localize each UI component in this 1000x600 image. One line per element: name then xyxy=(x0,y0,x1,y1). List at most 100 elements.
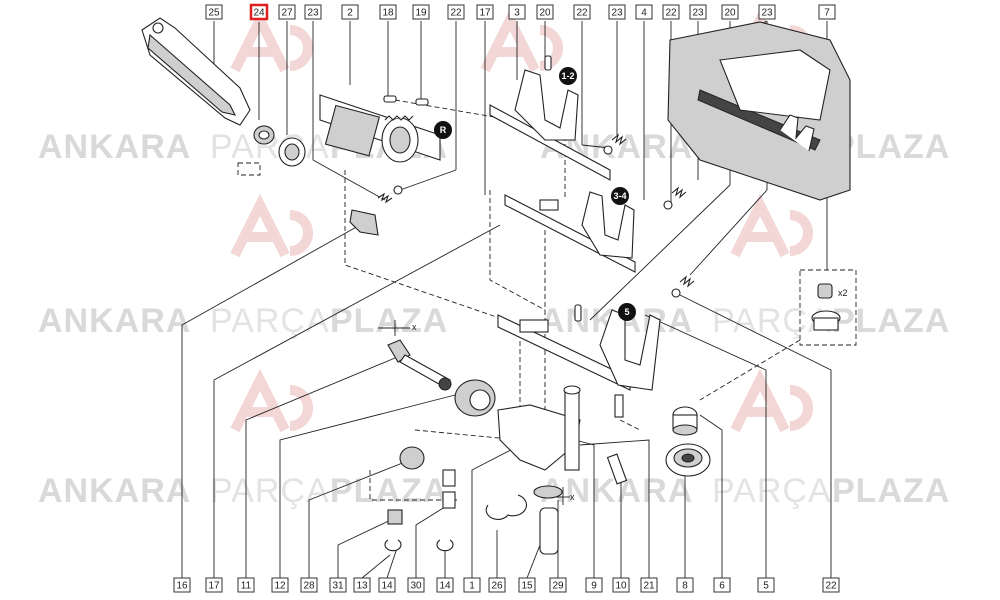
inset-frame xyxy=(799,269,857,346)
callout-top-22[interactable]: 22 xyxy=(573,4,591,20)
watermark-logo xyxy=(730,193,813,258)
callout-bottom-16[interactable]: 16 xyxy=(173,577,191,593)
callout-top-22[interactable]: 22 xyxy=(662,4,680,20)
callout-bottom-21[interactable]: 21 xyxy=(640,577,658,593)
part-control-lever xyxy=(497,385,581,499)
callout-number: 29 xyxy=(552,581,564,592)
callout-bottom-1[interactable]: 1 xyxy=(463,577,481,593)
leader-line xyxy=(699,414,723,578)
callout-top-7[interactable]: 7 xyxy=(818,4,836,20)
callout-number: 25 xyxy=(208,8,220,19)
callout-box xyxy=(818,4,836,20)
callout-bottom-26[interactable]: 26 xyxy=(488,577,506,593)
callout-top-4[interactable]: 4 xyxy=(635,4,653,20)
leader-line xyxy=(415,504,449,578)
callout-box xyxy=(635,4,653,20)
callout-number: 22 xyxy=(450,8,462,19)
gear-marker-reverse: R xyxy=(434,121,452,139)
callout-box xyxy=(640,577,658,593)
callout-bottom-14[interactable]: 14 xyxy=(378,577,396,593)
svg-text:1-2: 1-2 xyxy=(561,71,574,81)
part-fork-3-4 xyxy=(504,191,636,273)
callout-box xyxy=(341,4,359,20)
callout-box xyxy=(757,577,775,593)
callout-number: 27 xyxy=(281,8,293,19)
callout-bottom-28[interactable]: 28 xyxy=(300,577,318,593)
watermark-logo xyxy=(230,193,313,258)
callout-box xyxy=(407,577,425,593)
callout-top-24[interactable]: 24 xyxy=(249,3,269,21)
callout-top-23[interactable]: 23 xyxy=(758,4,776,20)
leader-line xyxy=(574,439,595,578)
part-release-fork xyxy=(141,17,251,126)
watermark-word: ANKARA xyxy=(38,472,191,510)
callout-number: 1 xyxy=(469,581,475,592)
inset-box-7: x2 xyxy=(799,269,857,346)
callout-top-3[interactable]: 3 xyxy=(508,4,526,20)
callout-top-17[interactable]: 17 xyxy=(476,4,494,20)
callout-top-23[interactable]: 23 xyxy=(689,4,707,20)
callout-box xyxy=(721,4,739,20)
callout-top-20[interactable]: 20 xyxy=(721,4,739,20)
callout-bottom-31[interactable]: 31 xyxy=(329,577,347,593)
callout-bottom-22[interactable]: 22 xyxy=(822,577,840,593)
callout-box xyxy=(329,577,347,593)
axis-label-x: x xyxy=(412,322,417,332)
callout-bottom-8[interactable]: 8 xyxy=(676,577,694,593)
callout-top-20[interactable]: 20 xyxy=(536,4,554,20)
watermark-word: PARÇA xyxy=(210,302,330,340)
callout-top-18[interactable]: 18 xyxy=(379,4,397,20)
callout-box xyxy=(436,577,454,593)
callout-bottom-6[interactable]: 6 xyxy=(713,577,731,593)
callout-number: 9 xyxy=(591,581,597,592)
callout-bottom-12[interactable]: 12 xyxy=(271,577,289,593)
callout-bottom-17[interactable]: 17 xyxy=(205,577,223,593)
callouts-bottom-row: 16 17 11 12 28 31 13 14 30 14 1 26 15 29 9 10 21 8 6 5 22 xyxy=(173,577,840,593)
callout-box xyxy=(508,4,526,20)
callout-top-22[interactable]: 22 xyxy=(447,4,465,20)
watermark-word: ANKARA xyxy=(38,302,191,340)
leader-line xyxy=(579,439,650,578)
callout-top-25[interactable]: 25 xyxy=(205,4,223,20)
assembly-path xyxy=(619,419,641,431)
leader-line xyxy=(689,189,768,276)
callout-number: 23 xyxy=(692,8,704,19)
callout-bottom-29[interactable]: 29 xyxy=(549,577,567,593)
assembly-path xyxy=(489,190,546,311)
assembly-path xyxy=(344,170,521,430)
callout-number: 23 xyxy=(761,8,773,19)
leader-line xyxy=(361,554,391,579)
callout-number: 22 xyxy=(665,8,677,19)
callout-number: 31 xyxy=(332,581,344,592)
callout-number: 14 xyxy=(439,581,451,592)
callout-bottom-30[interactable]: 30 xyxy=(407,577,425,593)
part-reverse-shaft xyxy=(319,94,441,163)
callout-top-23[interactable]: 23 xyxy=(608,4,626,20)
watermark-row-3: ANKARA PARÇA PLAZA ANKARA PARÇA PLAZA xyxy=(38,472,949,510)
callout-bottom-11[interactable]: 11 xyxy=(237,577,255,593)
watermark-logo xyxy=(230,368,313,433)
callout-bottom-15[interactable]: 15 xyxy=(518,577,536,593)
callout-bottom-13[interactable]: 13 xyxy=(353,577,371,593)
callout-top-19[interactable]: 19 xyxy=(412,4,430,20)
callout-top-23[interactable]: 23 xyxy=(304,4,322,20)
callout-box xyxy=(518,577,536,593)
callout-box xyxy=(549,577,567,593)
callout-top-2[interactable]: 2 xyxy=(341,4,359,20)
callout-bottom-14[interactable]: 14 xyxy=(436,577,454,593)
callout-box xyxy=(353,577,371,593)
callout-number: 22 xyxy=(576,8,588,19)
callout-number: 26 xyxy=(491,581,503,592)
part-lower-group xyxy=(384,446,628,555)
callout-top-27[interactable]: 27 xyxy=(278,4,296,20)
callout-bottom-5[interactable]: 5 xyxy=(757,577,775,593)
callout-bottom-10[interactable]: 10 xyxy=(612,577,630,593)
callout-box xyxy=(758,4,776,20)
callout-number: 16 xyxy=(176,581,188,592)
callout-bottom-9[interactable]: 9 xyxy=(585,577,603,593)
callout-number: 10 xyxy=(615,581,627,592)
callout-number: 30 xyxy=(410,581,422,592)
callout-box xyxy=(476,4,494,20)
